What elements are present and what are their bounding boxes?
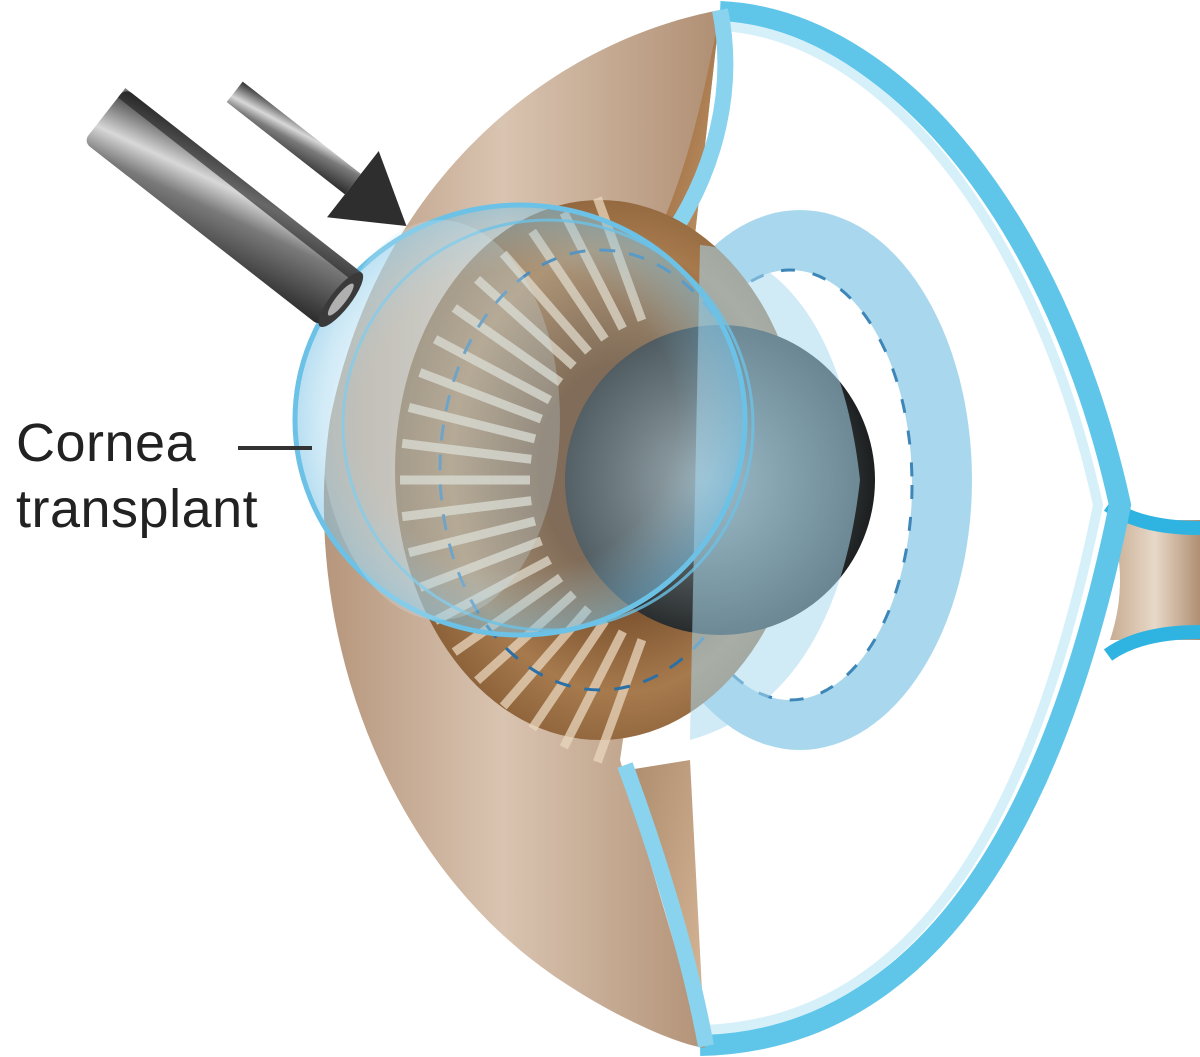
- label-line-1: Cornea: [16, 410, 258, 476]
- label-line-2: transplant: [16, 476, 258, 542]
- cornea-transplant-label: Cornea transplant: [16, 410, 258, 542]
- trephine-instrument-icon: [83, 88, 369, 332]
